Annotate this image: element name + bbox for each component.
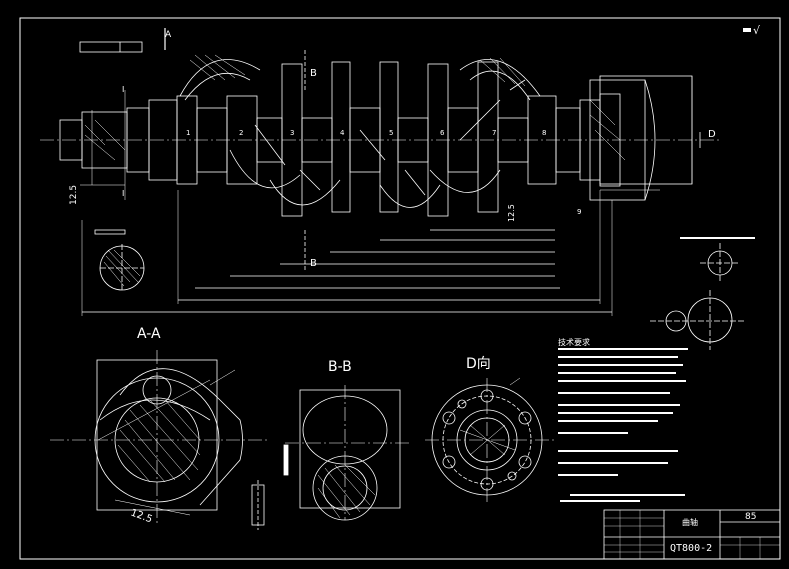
- dim-mid-dia: 12.5: [507, 204, 516, 222]
- svg-text:1: 1: [186, 129, 190, 137]
- svg-text:4: 4: [340, 129, 345, 137]
- cut-marker-a: A: [165, 30, 172, 40]
- drawing-border: [19, 17, 781, 560]
- svg-text:8: 8: [542, 129, 546, 137]
- cut-marker-i-bottom: I: [122, 189, 124, 198]
- svg-text:2: 2: [239, 129, 243, 137]
- cut-marker-b-bottom: B: [310, 258, 317, 269]
- svg-text:√: √: [753, 24, 761, 37]
- section-aa: [50, 350, 270, 525]
- tech-requirements-title: 技术要求: [558, 337, 590, 347]
- svg-text:5: 5: [389, 129, 393, 137]
- main-view: [40, 28, 720, 316]
- tech-requirements: [558, 348, 688, 502]
- svg-text:6: 6: [440, 129, 445, 137]
- section-bb: [251, 385, 410, 530]
- cut-marker-i-top: I: [122, 85, 124, 94]
- journal-numbers: 1 2 3 4 5 6 7 8 9: [186, 129, 581, 216]
- svg-text:7: 7: [492, 129, 496, 137]
- section-label-d-view: D向: [466, 356, 491, 372]
- section-label-aa: A-A: [137, 326, 161, 342]
- detail-keyway-section: [94, 229, 145, 292]
- section-label-bb: B-B: [328, 359, 352, 375]
- svg-text:3: 3: [290, 129, 294, 137]
- detail-small-circles: [650, 237, 755, 350]
- title-scale: 85: [745, 512, 756, 522]
- section-d-view: [425, 377, 555, 505]
- title-part-name: 曲轴: [682, 517, 698, 527]
- roughness-mark: √: [743, 24, 761, 37]
- dim-left-dia: 12.5: [69, 185, 79, 205]
- svg-text:9: 9: [577, 208, 581, 216]
- cut-marker-b-top: B: [310, 68, 317, 79]
- title-material: QT800-2: [670, 543, 712, 554]
- title-block: [603, 509, 781, 560]
- cut-marker-d: D: [708, 129, 716, 140]
